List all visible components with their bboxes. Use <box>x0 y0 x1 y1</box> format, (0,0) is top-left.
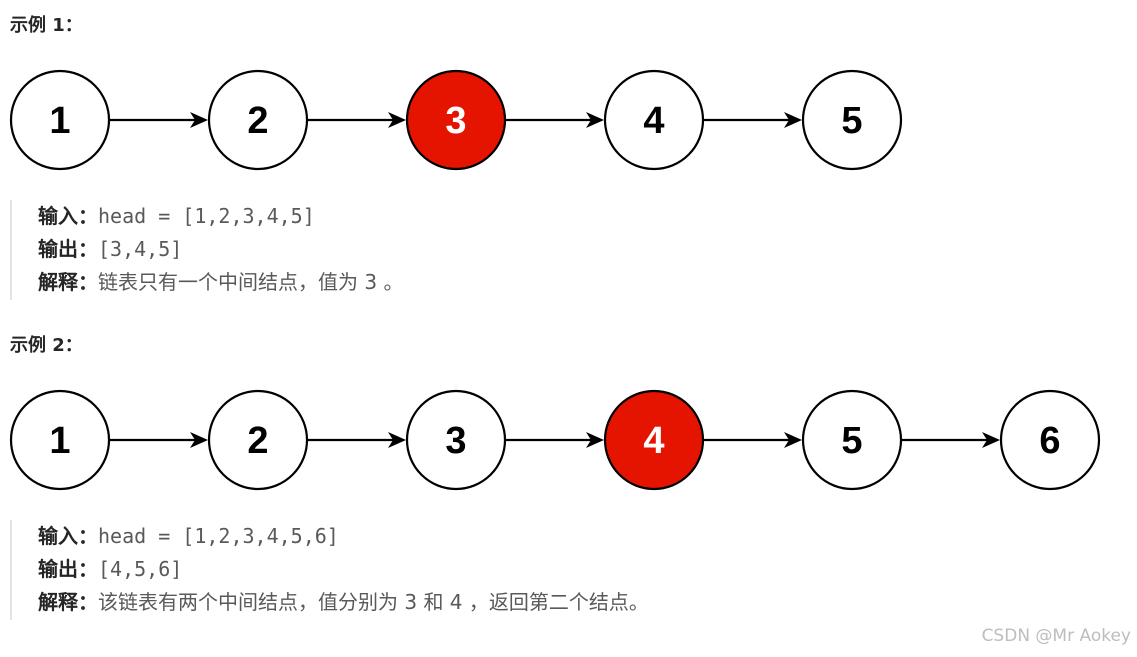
list-node: 2 <box>207 69 309 171</box>
output-label: 输出： <box>38 557 98 581</box>
node-value: 2 <box>247 100 268 142</box>
output-value: [4,5,6] <box>98 557 183 581</box>
explanation-label: 解释： <box>38 590 98 614</box>
node-value: 1 <box>49 100 70 142</box>
arrow-edge <box>308 112 406 128</box>
input-label: 输入： <box>38 524 98 548</box>
explanation-text: 该链表有两个中间结点，值分别为 3 和 4 ，返回第二个结点。 <box>98 590 649 614</box>
list-node-middle: 3 <box>405 69 507 171</box>
arrow-edge <box>308 432 406 448</box>
node-value: 4 <box>643 100 664 142</box>
arrow-edge <box>110 112 208 128</box>
arrow-edge <box>704 432 802 448</box>
input-label: 输入： <box>38 204 98 228</box>
arrow-edge <box>506 112 604 128</box>
linked-list-diagram-1: 1 2 3 4 5 <box>9 69 903 171</box>
list-node: 1 <box>9 389 111 491</box>
explanation-row: 解释：该链表有两个中间结点，值分别为 3 和 4 ，返回第二个结点。 <box>38 586 649 619</box>
example-2-title: 示例 2： <box>10 335 83 356</box>
list-node: 4 <box>603 69 705 171</box>
node-value: 5 <box>841 420 862 462</box>
input-value: head = [1,2,3,4,5] <box>98 204 315 228</box>
arrow-edge <box>506 432 604 448</box>
linked-list-diagram-2: 1 2 3 4 5 6 <box>9 389 1101 491</box>
explanation-label: 解释： <box>38 270 98 294</box>
example-1-title: 示例 1： <box>10 15 83 36</box>
node-value: 5 <box>841 100 862 142</box>
explanation-row: 解释：链表只有一个中间结点，值为 3 。 <box>38 266 403 299</box>
output-row: 输出：[3,4,5] <box>38 233 403 266</box>
input-row: 输入：head = [1,2,3,4,5,6] <box>38 520 649 553</box>
arrow-edge <box>704 112 802 128</box>
list-node: 5 <box>801 69 903 171</box>
node-value: 1 <box>49 420 70 462</box>
list-node: 1 <box>9 69 111 171</box>
list-node: 2 <box>207 389 309 491</box>
arrow-edge <box>110 432 208 448</box>
example-2-block: 输入：head = [1,2,3,4,5,6] 输出：[4,5,6] 解释：该链… <box>10 520 649 620</box>
example-1-block: 输入：head = [1,2,3,4,5] 输出：[3,4,5] 解释：链表只有… <box>10 200 403 300</box>
output-value: [3,4,5] <box>98 237 183 261</box>
input-row: 输入：head = [1,2,3,4,5] <box>38 200 403 233</box>
list-node: 5 <box>801 389 903 491</box>
node-value: 3 <box>445 420 466 462</box>
input-value: head = [1,2,3,4,5,6] <box>98 524 339 548</box>
explanation-text: 链表只有一个中间结点，值为 3 。 <box>98 270 404 294</box>
output-row: 输出：[4,5,6] <box>38 553 649 586</box>
watermark: CSDN @Mr Aokey <box>981 626 1131 646</box>
list-node: 6 <box>999 389 1101 491</box>
arrow-edge <box>902 432 1000 448</box>
list-node-middle: 4 <box>603 389 705 491</box>
node-value: 4 <box>643 420 664 462</box>
node-value: 6 <box>1039 420 1060 462</box>
list-node: 3 <box>405 389 507 491</box>
node-value: 3 <box>445 100 466 142</box>
node-value: 2 <box>247 420 268 462</box>
output-label: 输出： <box>38 237 98 261</box>
